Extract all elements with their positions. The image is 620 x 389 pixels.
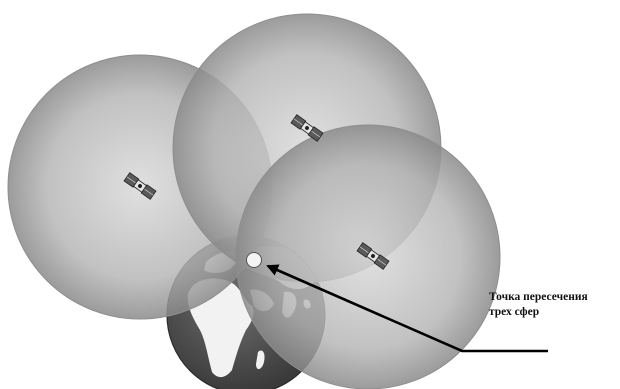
- intersection-label-line1: Точка пересечения: [489, 290, 620, 305]
- intersection-point: [247, 253, 262, 268]
- intersection-label-line2: трех сфер: [489, 305, 620, 320]
- intersection-label: Точка пересечения трех сфер: [489, 290, 620, 320]
